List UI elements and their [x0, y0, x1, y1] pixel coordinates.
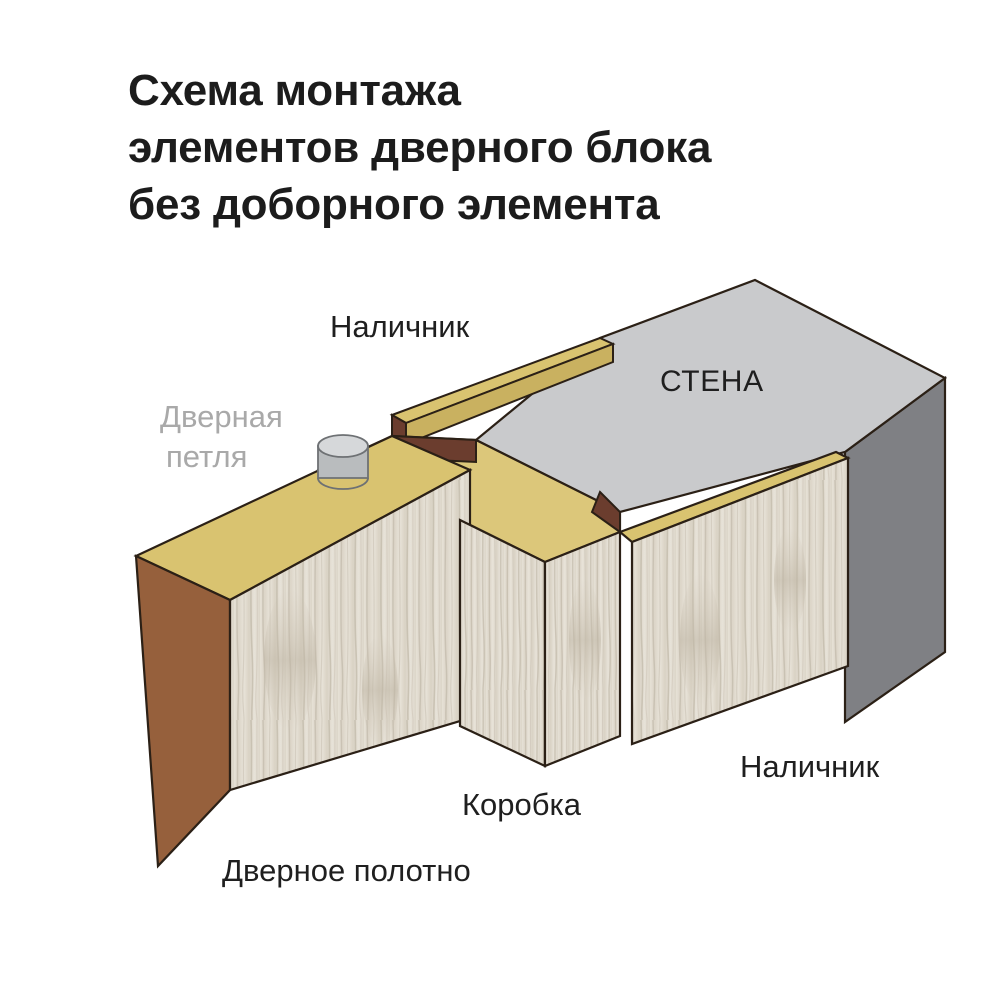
label-casing-top: Наличник	[330, 309, 470, 344]
title-line-1: Схема монтажа	[128, 66, 461, 115]
label-hinge-line1: Дверная	[160, 399, 283, 434]
frame-knot	[569, 580, 601, 700]
casing-right-knot-2	[774, 528, 806, 632]
label-hinge-line2: петля	[166, 439, 248, 474]
casing-right-plank	[617, 450, 851, 746]
door-leaf-end-face	[134, 554, 232, 869]
label-frame: Коробка	[462, 787, 582, 822]
page-title: Схема монтажа элементов дверного блока б…	[128, 62, 928, 234]
label-wall: СТЕНА	[660, 365, 764, 398]
frame-left-face	[458, 518, 547, 768]
label-casing-right: Наличник	[740, 749, 880, 784]
title-line-3: без доборного элемента	[128, 180, 660, 230]
door-leaf-block	[133, 434, 473, 869]
hinge-cylinder	[317, 434, 369, 490]
door-leaf-knot-2	[362, 635, 398, 745]
label-door-leaf: Дверное полотно	[222, 853, 471, 888]
door-leaf-knot	[264, 590, 316, 730]
hinge-bottom-arc	[317, 477, 369, 490]
casing-right-knot	[680, 574, 720, 706]
frame-block	[458, 518, 622, 768]
title-line-2: элементов дверного блока	[128, 123, 712, 173]
hinge-top-cap	[317, 434, 369, 458]
